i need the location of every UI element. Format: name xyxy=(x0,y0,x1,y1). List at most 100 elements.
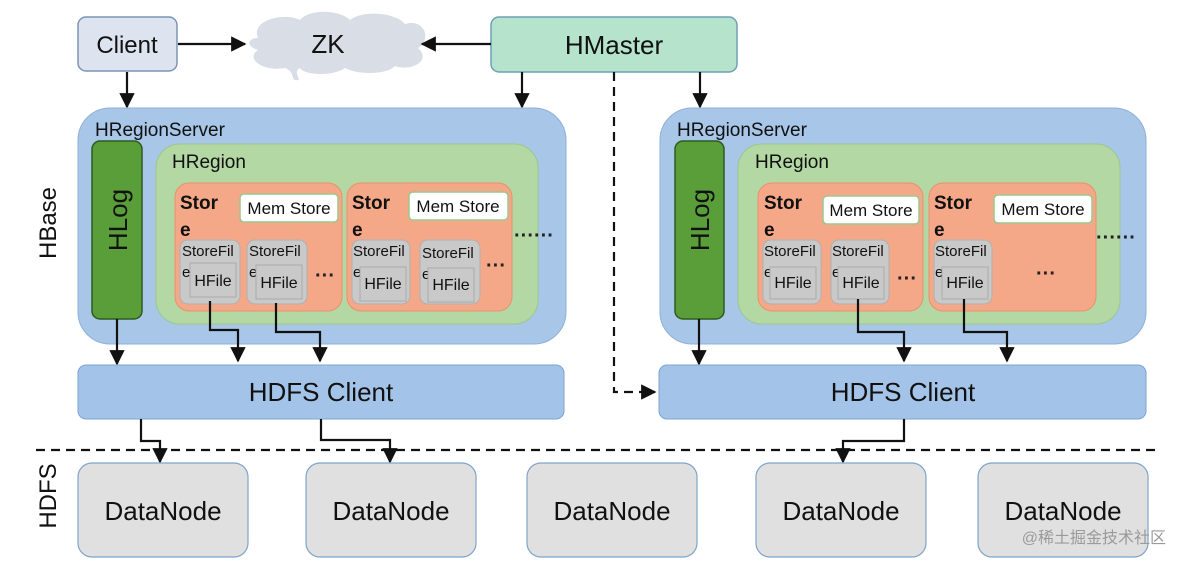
storefile-label-wrap: e xyxy=(832,264,840,281)
datanode: DataNode xyxy=(755,462,927,558)
storefile: StoreFil e HFile xyxy=(351,239,411,305)
datanode-label: DataNode xyxy=(104,496,221,526)
memstore xyxy=(822,195,920,225)
region-server-label: HRegionServer xyxy=(677,120,808,141)
hfile xyxy=(837,266,885,300)
storefile-label: StoreFil xyxy=(935,243,987,260)
more-storefiles-ellipsis: ··· xyxy=(315,265,335,287)
storefile-label-wrap: e xyxy=(249,264,257,281)
hregion: HRegion Stor e Mem Store StoreFil e HFil… xyxy=(737,143,1136,325)
hmaster-node: HMaster xyxy=(490,16,738,73)
storefile: StoreFil e HFile xyxy=(830,239,890,305)
hdfs-client-label: HDFS Client xyxy=(831,377,976,407)
hlog: HLog xyxy=(91,140,143,320)
hfile-label: HFile xyxy=(194,273,231,290)
storefile: StoreFil e HFile xyxy=(762,239,822,305)
hregion: HRegion Stor e Mem Store StoreFil e HFil… xyxy=(155,143,554,325)
datanode: DataNode xyxy=(77,462,249,558)
hlog-label: HLog xyxy=(685,189,715,251)
memstore xyxy=(239,193,339,223)
client-label: Client xyxy=(96,32,158,59)
hfile-label: HFile xyxy=(842,275,879,292)
hfile-label: HFile xyxy=(946,275,983,292)
hdfs-client-2: HDFS Client xyxy=(658,364,1147,420)
hdfs-client-to-datanode-arrow xyxy=(319,419,398,464)
datanode-label: DataNode xyxy=(1004,496,1121,526)
storefile: StoreFil e HFile xyxy=(179,239,241,305)
hdfs-client-1: HDFS Client xyxy=(77,364,565,420)
more-storefiles-ellipsis: ··· xyxy=(1036,263,1056,285)
memstore xyxy=(408,191,509,221)
hfile xyxy=(255,264,303,300)
hmaster-label: HMaster xyxy=(565,30,664,60)
datanode-label: DataNode xyxy=(782,496,899,526)
store-label-wrap: e xyxy=(764,220,775,241)
more-stores-ellipsis: ······ xyxy=(1096,227,1136,249)
storefile: StoreFil e HFile xyxy=(246,239,308,305)
more-stores-ellipsis: ······ xyxy=(514,225,554,247)
hfile xyxy=(941,266,989,300)
store-label-wrap: e xyxy=(352,220,363,241)
hregion-label: HRegion xyxy=(172,152,246,173)
storefile-label-wrap: e xyxy=(764,264,772,281)
storefile-label-wrap: e xyxy=(422,266,430,283)
store-label: Stor xyxy=(934,193,973,214)
hfile-label: HFile xyxy=(432,277,469,294)
hfile xyxy=(427,267,475,303)
store: Stor e Mem Store StoreFil e HFile StoreF… xyxy=(346,182,513,312)
datanode-label: DataNode xyxy=(553,496,670,526)
hmaster-to-hdfs-client-dashed-arrow xyxy=(612,72,657,400)
datanode: DataNode xyxy=(305,462,477,558)
hfile-to-hdfs-client-arrow xyxy=(962,299,1015,363)
store-label-wrap: e xyxy=(180,220,191,241)
hlog: HLog xyxy=(674,140,725,320)
memstore xyxy=(993,194,1093,224)
storefile-label-wrap: e xyxy=(182,264,190,281)
hfile-label: HFile xyxy=(260,275,297,292)
client-node: Client xyxy=(77,16,178,72)
store: Stor e Mem Store StoreFil e HFile StoreF… xyxy=(174,182,343,312)
more-storefiles-ellipsis: ··· xyxy=(897,268,917,290)
zk-label: ZK xyxy=(311,29,345,59)
zookeeper-cloud: ZK xyxy=(249,11,426,81)
watermark: @稀土掘金技术社区 xyxy=(1022,529,1166,547)
storefile-label: StoreFil xyxy=(182,243,234,260)
store: Stor e Mem Store StoreFil e HFile StoreF… xyxy=(757,182,924,312)
storefile: StoreFil e HFile xyxy=(933,239,993,305)
hfile-label: HFile xyxy=(364,276,401,293)
region-server-2: HRegionServer HLog HRegion Stor e Mem St… xyxy=(659,107,1147,345)
storefile-label: StoreFil xyxy=(422,245,474,262)
storefile-label: StoreFil xyxy=(353,243,405,260)
storefile-label: StoreFil xyxy=(249,243,301,260)
storefile-label-wrap: e xyxy=(353,264,361,281)
storefile: StoreFil e HFile xyxy=(419,239,481,305)
memstore-label: Mem Store xyxy=(416,197,499,216)
storefile-label: StoreFil xyxy=(832,243,884,260)
hdfs-client-to-datanode-arrow xyxy=(139,419,168,464)
store: Stor e Mem Store StoreFil e HFile ··· xyxy=(928,182,1097,312)
datanode: DataNode xyxy=(526,462,698,558)
hfile-to-hdfs-client-arrow xyxy=(274,303,328,363)
hfile-label: HFile xyxy=(774,275,811,292)
datanode-label: DataNode xyxy=(332,496,449,526)
hlog-label: HLog xyxy=(103,189,133,251)
hbase-layer-label: HBase xyxy=(35,187,62,259)
hfile-to-hdfs-client-arrow xyxy=(208,301,246,363)
store-label-wrap: e xyxy=(934,220,945,241)
memstore-label: Mem Store xyxy=(829,201,912,220)
hdfs-client-label: HDFS Client xyxy=(249,377,394,407)
memstore-label: Mem Store xyxy=(247,199,330,218)
hdfs-layer-label: HDFS xyxy=(35,463,62,528)
hfile-to-hdfs-client-arrow xyxy=(856,299,912,363)
region-server-1: HRegionServer HLog HRegion Stor e Mem St… xyxy=(77,107,567,345)
store-label: Stor xyxy=(764,193,803,214)
store-label: Stor xyxy=(180,193,219,214)
storefile-label: StoreFil xyxy=(764,243,816,260)
storefile-label-wrap: e xyxy=(935,264,943,281)
hfile xyxy=(359,266,407,302)
hfile xyxy=(189,262,237,298)
region-server-label: HRegionServer xyxy=(95,120,226,141)
store-label: Stor xyxy=(352,193,391,214)
datanode: DataNode xyxy=(977,462,1149,558)
